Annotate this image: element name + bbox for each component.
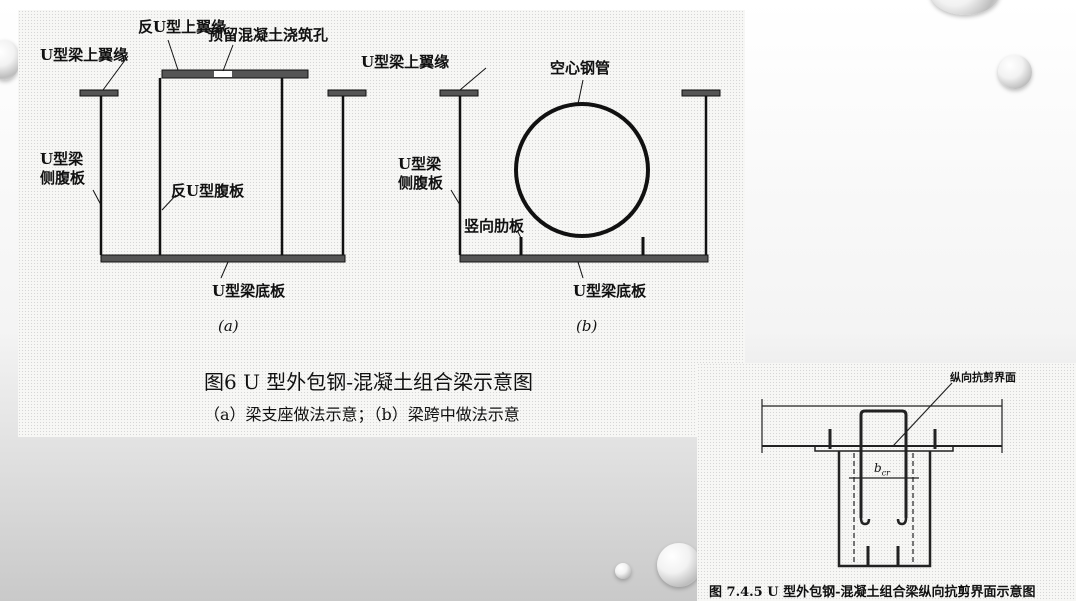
label-sub-b: (b) [576,317,598,335]
label-bcr-sub: cr [881,468,890,478]
label-reverse-u-web: 反U型腹板 [171,182,245,200]
label-vertical-rib: 竖向肋板 [464,217,525,235]
label-reverse-u-top-flange: 反U型上翼缘 [138,18,227,36]
label-u-beam-side-web-a: U型梁 侧腹板 [40,150,86,187]
label-shear-interface: 纵向抗剪界面 [950,371,1016,384]
label-hollow-steel-tube: 空心钢管 [550,59,611,77]
decor-bubble [615,563,631,579]
label-u-beam-top-flange-b: U型梁上翼缘 [361,53,450,71]
u-beam-diagram-figure: 反U型上翼缘 预留混凝土浇筑孔 U型梁上翼缘 U型梁 侧腹板 反U型腹板 U型梁… [18,10,745,437]
figure-a-caption-title: 图6 U 型外包钢-混凝土组合梁示意图 [204,370,534,394]
label-sub-a: (a) [218,317,239,335]
label-bcr-main: b [874,461,882,475]
label-u-beam-side-web-b: U型梁 侧腹板 [398,155,444,192]
reverse-u-top-flange [161,69,309,79]
label-u-beam-bottom-b: U型梁底板 [573,282,647,300]
u-beam-bottom-plate-a [100,254,346,263]
label-u-beam-bottom-a: U型梁底板 [212,282,286,300]
decor-bubble [930,0,1000,15]
label-u-beam-top-flange-a: U型梁上翼缘 [40,46,129,64]
label-pour-hole: 预留混凝土浇筑孔 [208,26,329,44]
decor-bubble [657,543,701,587]
label-bcr: bcr [874,461,890,477]
figure-b-caption: 图 7.4.5 U 型外包钢-混凝土组合梁纵向抗剪界面示意图 [709,585,1036,600]
figure-a-caption-sub: （a）梁支座做法示意；（b）梁跨中做法示意 [204,405,520,424]
hollow-steel-tube [514,102,650,238]
shear-interface-drawing [761,382,1003,568]
u-beam-bottom-plate-b [459,254,709,263]
decor-bubble [0,40,20,80]
decor-bubble [998,55,1032,89]
u-beam-diagram-drawing [79,39,721,279]
shear-interface-figure: 纵向抗剪界面 bcr 图 7.4.5 U 型外包钢-混凝土组合梁纵向抗剪界面示意… [697,363,1076,601]
